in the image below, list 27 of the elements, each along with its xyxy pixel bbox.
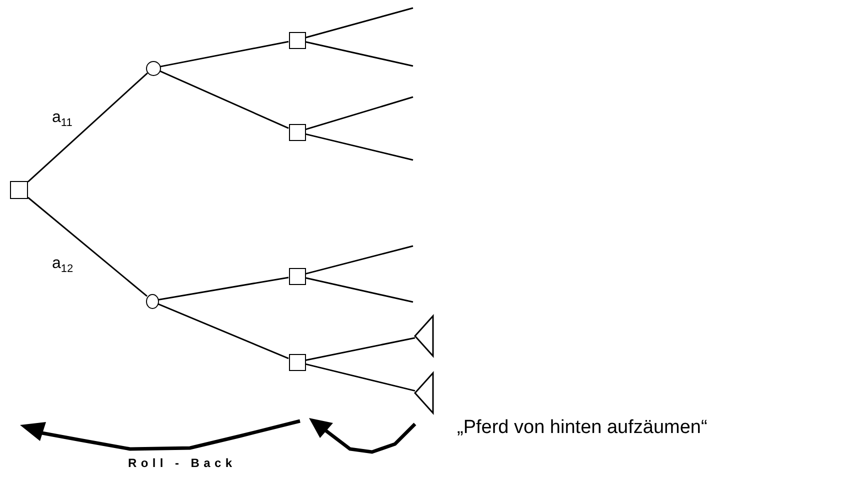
branch-line [158, 276, 289, 300]
branch-line [305, 337, 416, 361]
branch-line [305, 96, 414, 130]
branch-line [160, 40, 289, 68]
decision-node-square [288, 32, 306, 48]
branch-line [305, 363, 416, 392]
chance-node-circle [146, 294, 158, 308]
branch-line [28, 72, 148, 182]
terminal-node-triangle [415, 316, 433, 356]
branch-line [305, 277, 414, 303]
branch-line [305, 245, 414, 275]
edge-label: a$_{12}$ [52, 256, 74, 275]
decision-node-square [288, 354, 306, 370]
decision-node-square [288, 268, 306, 284]
edge-label: a$_{11}$ [52, 110, 72, 129]
branch-line [305, 7, 414, 38]
caption-text: Roll - Back [128, 456, 236, 470]
decision-node-square [10, 181, 28, 199]
quote-text: „Pferd von hinten aufzäumen“ [457, 417, 708, 439]
branch-line [305, 133, 414, 161]
branch-line [305, 41, 414, 67]
branch-line [158, 303, 289, 360]
terminal-node-triangle [415, 373, 433, 413]
decision-node-square [288, 124, 306, 140]
chance-node-circle [146, 60, 160, 76]
branch-line [160, 70, 289, 129]
branch-line [28, 196, 148, 297]
